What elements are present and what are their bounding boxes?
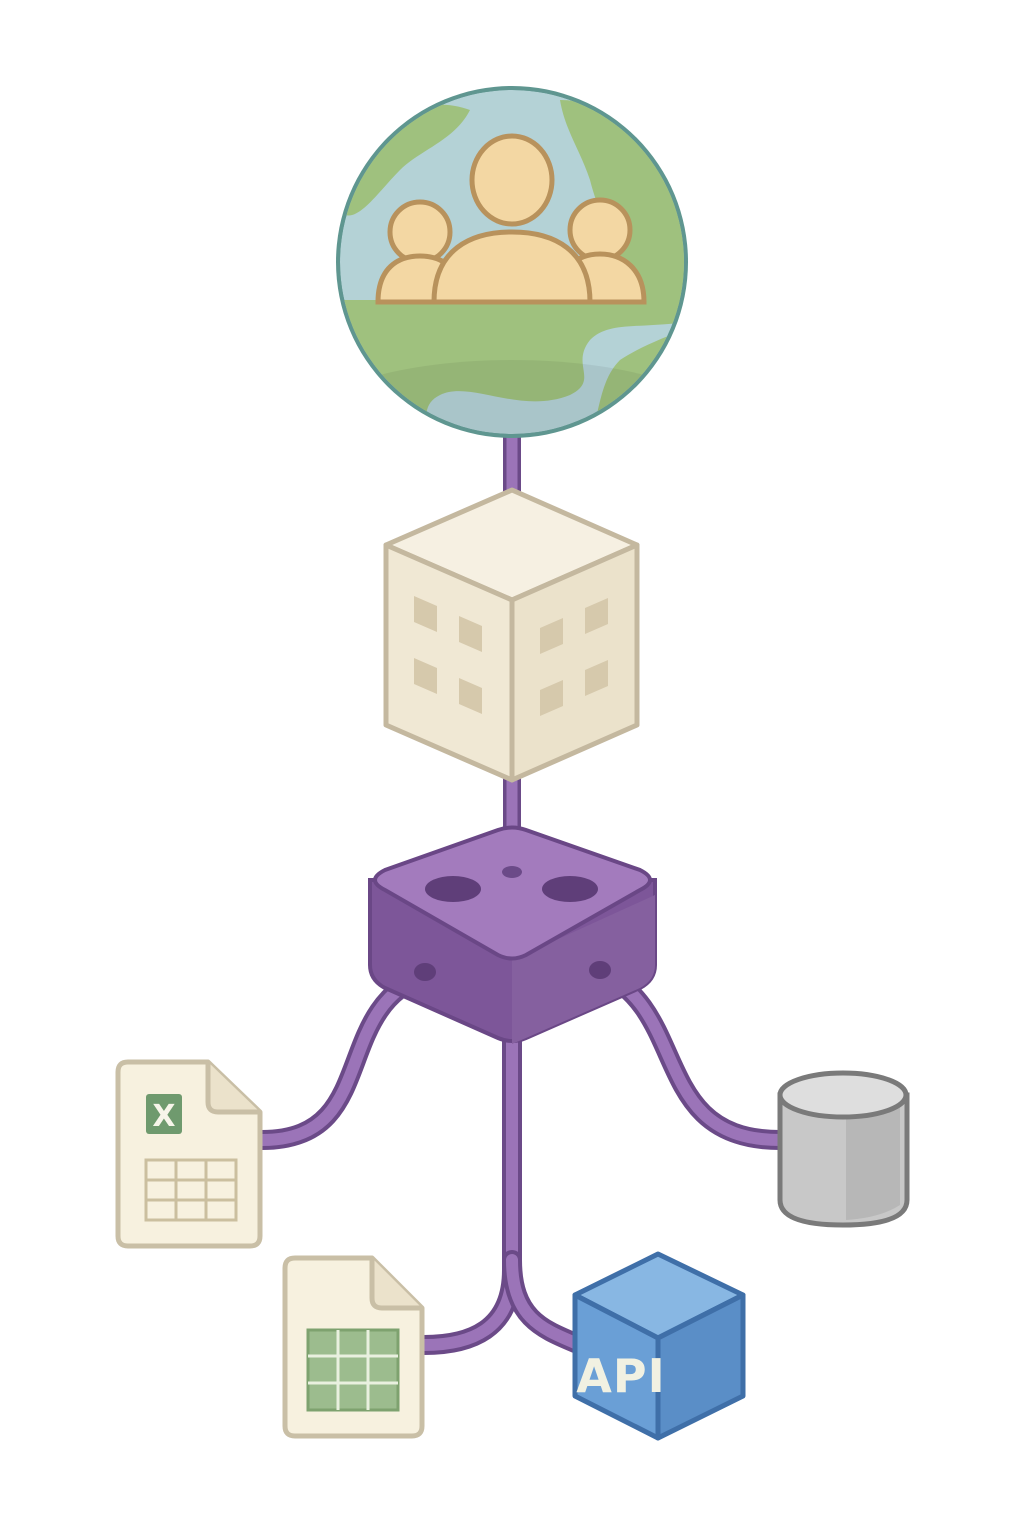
api-cube-icon: API [572,1251,746,1441]
hub-port-left [425,876,481,902]
excel-file-icon: X [115,1059,263,1249]
integration-hub-node [368,825,657,1044]
hub-block-icon [368,825,657,1044]
api-label: API [576,1349,665,1403]
building-windows-right [540,598,608,716]
spreadsheet-file-icon [282,1255,425,1439]
building-cube-icon [383,487,640,783]
database-node [777,1070,910,1228]
cable-hub-to-spreadsheet [414,1030,522,1355]
community-globe-node [336,86,688,438]
excel-file-node: X [115,1059,263,1249]
building-node [383,487,640,783]
api-cube-node: API [572,1251,746,1441]
people-group-icon [375,133,647,305]
database-cylinder-icon [777,1070,910,1228]
building-windows-left [414,596,482,714]
excel-x-label: X [152,1099,175,1134]
cable-hub-to-excel [252,965,435,1150]
spreadsheet-file-node [282,1255,425,1439]
cable-hub-to-database [590,962,790,1150]
cable-hub-to-api [502,1250,590,1355]
spreadsheet-grid [308,1330,398,1410]
excel-grid [144,1158,238,1222]
hub-port-right [542,876,598,902]
